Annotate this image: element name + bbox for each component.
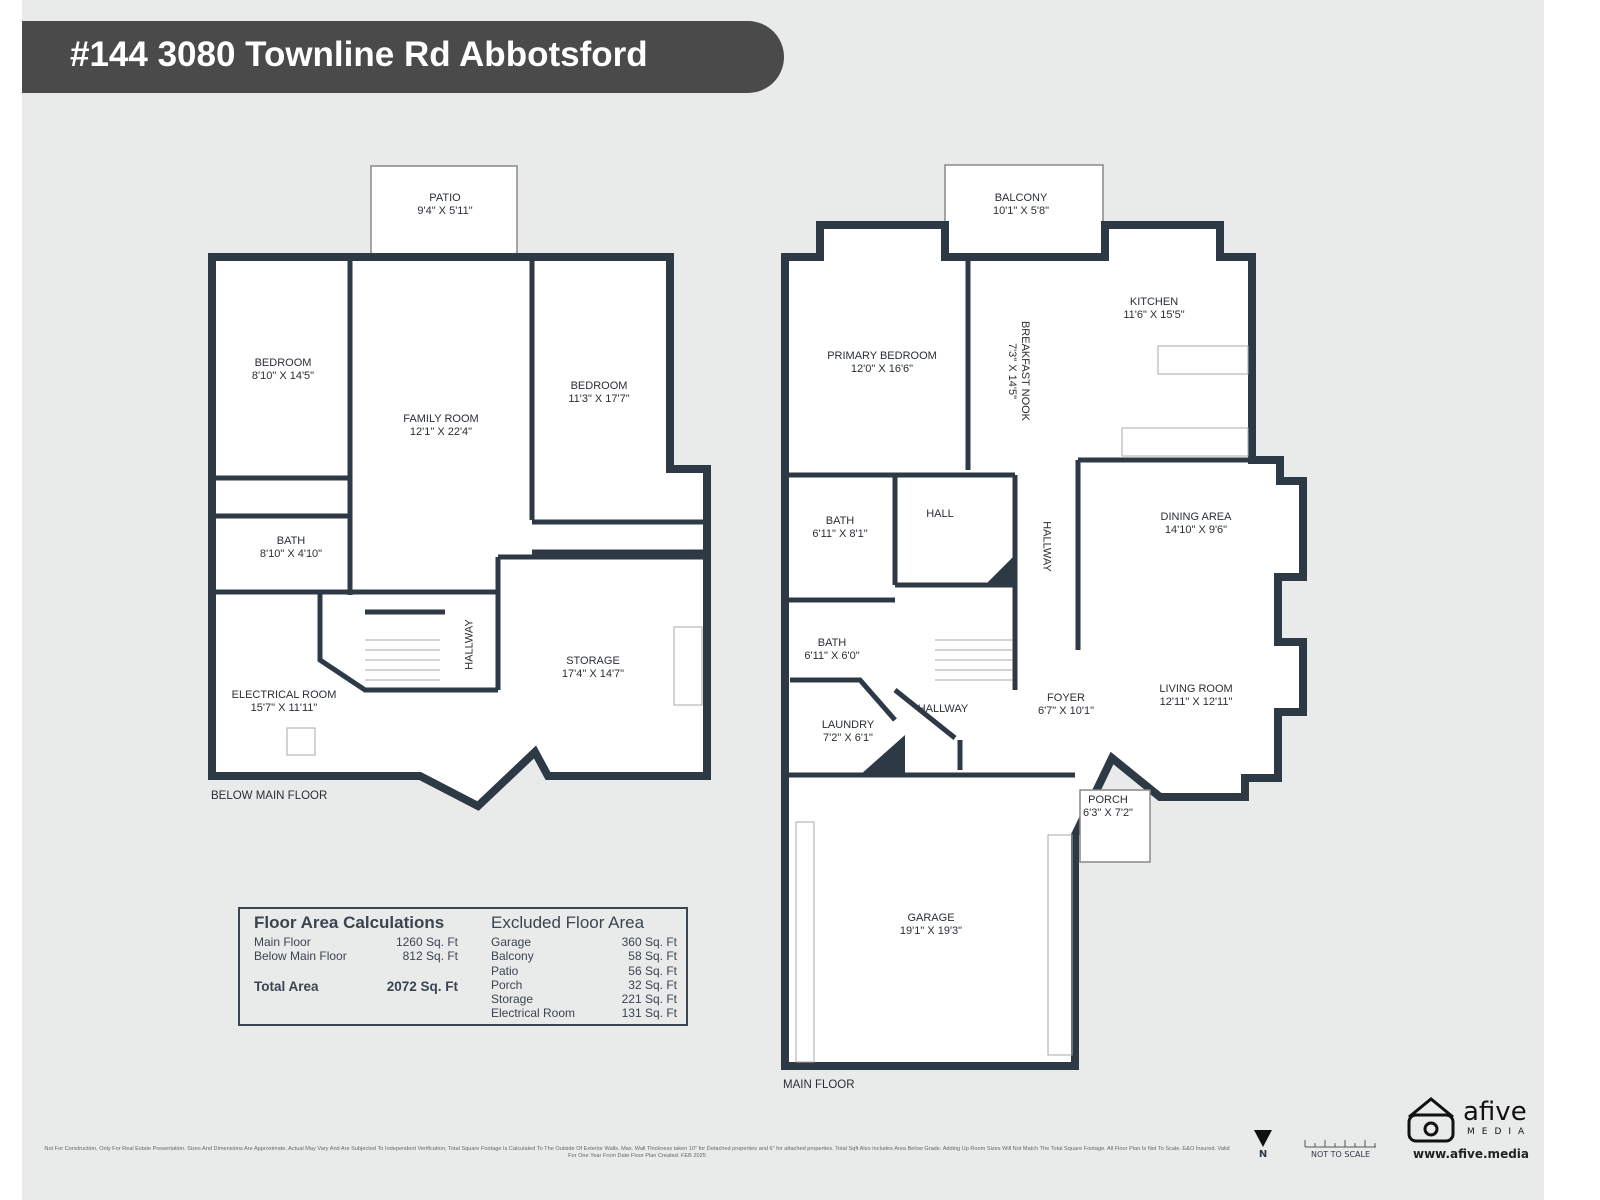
title-bar: #144 3080 Townline Rd Abbotsford <box>22 21 784 93</box>
page-title: #144 3080 Townline Rd Abbotsford <box>70 35 648 74</box>
main-floor-outline <box>781 221 1307 1070</box>
scale-indicator: NOT TO SCALE <box>1303 1138 1378 1159</box>
table-title: Floor Area Calculations <box>254 913 445 932</box>
stair-block <box>860 735 905 775</box>
table-title: Excluded Floor Area <box>491 913 645 932</box>
patio-outline <box>370 165 518 259</box>
below-floor-outline <box>208 253 711 811</box>
room-hallway: HALLWAY <box>463 619 476 670</box>
floor-label-below: BELOW MAIN FLOOR <box>211 790 328 802</box>
camera-house-logo-icon <box>1407 1097 1455 1143</box>
north-indicator: N <box>1253 1130 1273 1160</box>
porch-outline <box>1079 789 1151 863</box>
stair-block <box>985 555 1015 585</box>
room-hall: HALL <box>926 508 954 520</box>
afive-media-logo: afive MEDIA www.afive.media <box>1405 1095 1535 1161</box>
scale-bar-icon <box>1304 1140 1376 1148</box>
disclaimer-text: Not For Construction, Only For Real Esta… <box>44 1146 1230 1159</box>
north-arrow-icon <box>1254 1130 1272 1147</box>
room-hallway: HALLWAY <box>917 703 969 715</box>
room-hallway: HALLWAY <box>1040 521 1053 572</box>
floor-label-main: MAIN FLOOR <box>783 1079 855 1091</box>
